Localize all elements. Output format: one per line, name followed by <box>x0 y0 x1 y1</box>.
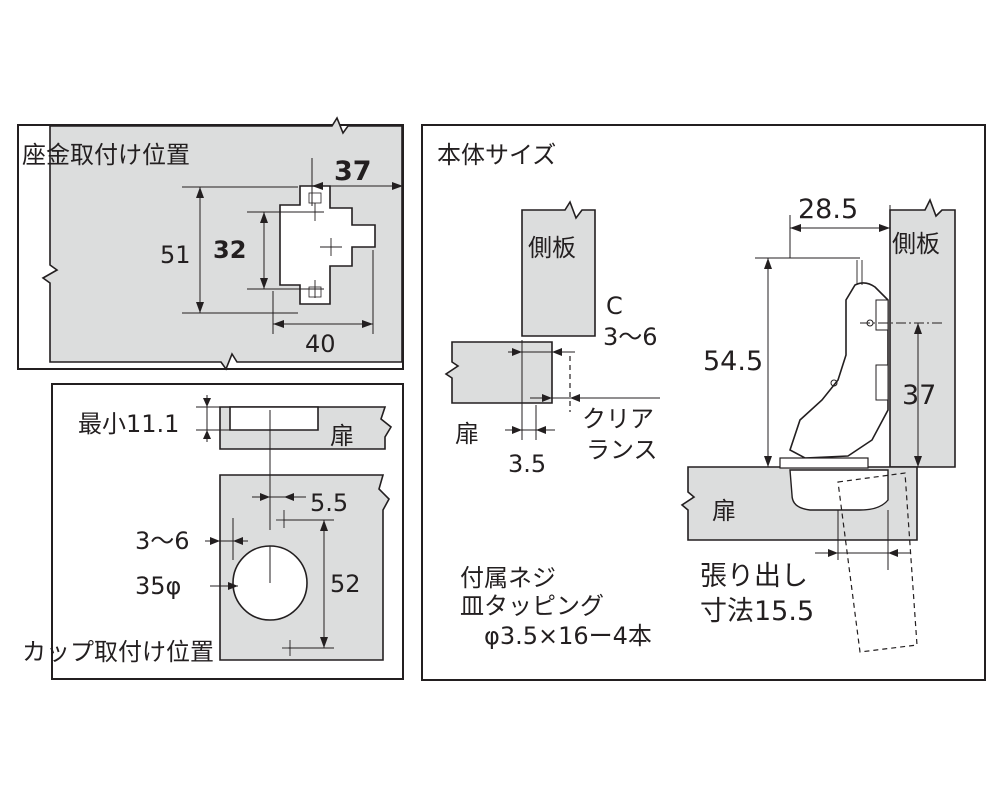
left-side-panel <box>521 200 596 337</box>
hinge-cup-rim <box>779 457 869 469</box>
dim-3-6-label: 3～6 <box>135 527 190 555</box>
body-size-title: 本体サイズ <box>437 141 556 169</box>
clearance-label-2: ランス <box>586 436 658 464</box>
base-plate-outline <box>279 185 376 305</box>
base-plate-title: 座金取付け位置 <box>22 141 190 169</box>
left-door-label: 扉 <box>455 420 479 448</box>
dim-40-label: 40 <box>305 330 336 358</box>
right-door-label: 扉 <box>712 497 736 525</box>
cup-recess <box>229 406 319 431</box>
c-range-label: 3～6 <box>603 323 658 351</box>
screws-line-1: 付属ネジ <box>460 564 556 592</box>
cup-panel-frame <box>51 383 404 680</box>
screws-line-3: φ3.5×16ー4本 <box>484 622 652 650</box>
thickness-3-5-label: 3.5 <box>508 450 546 478</box>
dim-28-5-label: 28.5 <box>798 194 858 225</box>
body-size-panel: 本体サイズ 側板 扉 C 3～6 クリア ランス 3.5 側板 <box>421 124 986 681</box>
dim-54-5-label: 54.5 <box>703 346 763 377</box>
dim-51-label: 51 <box>160 241 191 269</box>
hinge-plate-top <box>875 299 889 331</box>
min-11-1-label: 最小11.1 <box>78 410 179 438</box>
cup-panel-title: カップ取付け位置 <box>22 638 214 666</box>
dim-5-5-label: 5.5 <box>310 489 348 517</box>
left-side-panel-label: 側板 <box>528 234 576 262</box>
opened-door-outline <box>837 472 918 653</box>
base-plate-slot-top <box>308 192 322 204</box>
overlay-label-1: 張り出し <box>700 561 808 592</box>
overlay-label-2: 寸法15.5 <box>700 596 814 627</box>
dim-37-right-label: 37 <box>902 380 936 411</box>
dim-32-label: 32 <box>213 236 246 264</box>
hinge-plate-bottom <box>875 364 889 401</box>
cup-door-label: 扉 <box>330 422 354 450</box>
body-size-frame <box>421 124 986 681</box>
base-plate-panel: 51 32 37 40 座金取付け位置 <box>17 116 404 371</box>
dim-35-phi-label: 35φ <box>135 572 181 600</box>
dim-52-label: 52 <box>330 570 361 598</box>
clearance-label-1: クリア <box>582 405 654 433</box>
right-side-panel-label: 側板 <box>892 230 940 258</box>
dim-37-label: 37 <box>334 156 372 187</box>
cup-panel: 扉 最小11.1 5.5 3～6 35φ <box>22 383 404 680</box>
c-label: C <box>606 292 623 320</box>
screws-line-2: 皿タッピング <box>460 592 604 620</box>
left-door-edge <box>444 341 553 404</box>
base-plate-frame <box>17 124 404 370</box>
hinge-arm <box>789 282 889 459</box>
